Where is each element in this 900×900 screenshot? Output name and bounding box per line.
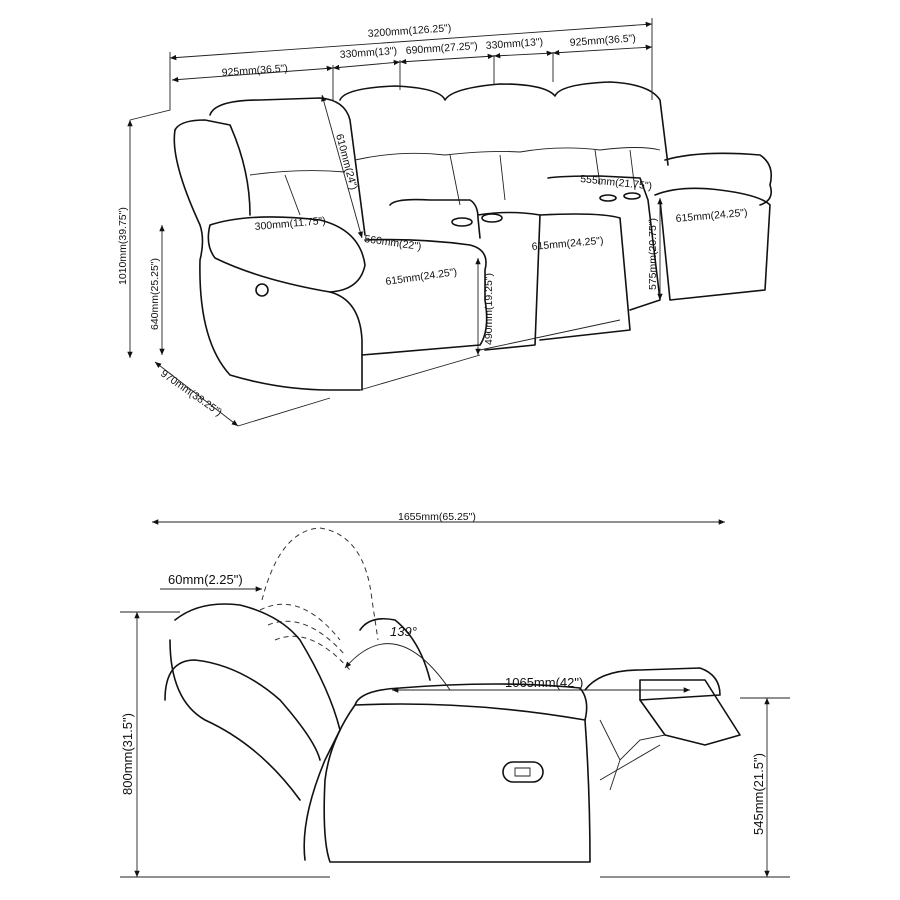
label-seat-depth-middle: 615mm(24.25") [531,235,604,253]
side-dimension-lines [120,519,790,878]
label-seat-to-footrest: 1065mm(42") [505,675,583,690]
label-wall-clearance: 60mm(2.25") [168,572,243,587]
label-overall-height: 1010mm(39.75") [117,207,129,285]
label-overall-height-side: 800mm(31.5") [120,713,135,795]
label-total-width: 3200mm(126.25") [367,22,451,40]
label-right-seat-width: 925mm(36.5") [569,32,636,49]
label-seat-width-left: 560mm(22") [364,233,423,253]
label-middle-seat-width: 690mm(27.25") [405,40,478,57]
label-overall-depth: 970mm(38.25") [158,368,224,419]
top-dimension-lines [127,18,663,427]
label-seat-height: 490mm(19.25") [483,273,495,345]
sectional-sofa-drawing [173,81,773,391]
label-arm-height-side: 640mm(25.25") [149,258,161,330]
label-console-left-width: 330mm(13") [339,45,397,61]
label-recline-angle: 139° [390,624,417,639]
recliner-side-drawing [164,527,741,863]
label-seat-depth-left: 615mm(24.25") [385,266,458,288]
label-console-depth: 555mm(21.75") [580,173,653,192]
label-console-right-width: 330mm(13") [485,36,543,52]
label-footrest-height: 545mm(21.5") [751,753,766,835]
label-left-seat-width: 925mm(36.5") [221,62,288,79]
label-seat-depth-right: 615mm(24.25") [675,207,748,225]
label-arm-height: 575mm(20.75") [647,218,659,290]
label-reclined-length: 1655mm(65.25") [398,511,476,523]
